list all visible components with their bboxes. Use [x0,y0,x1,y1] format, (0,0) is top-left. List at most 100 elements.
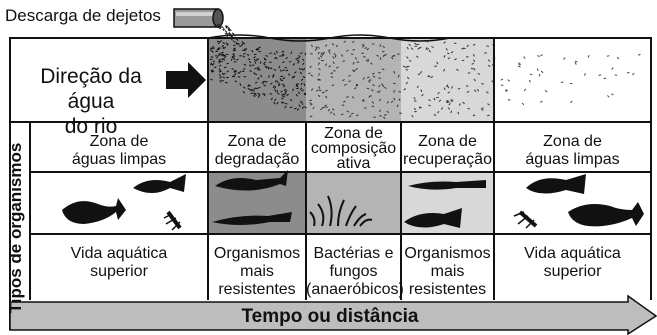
insect-larva-icon [163,210,182,231]
pollution-particle [315,46,318,49]
pollution-particle [218,23,221,26]
pollution-particle [211,50,214,53]
pollution-particle [219,76,222,79]
pollution-particle [378,98,382,102]
zone-name-line: águas limpas [525,151,620,168]
pollution-particle [303,67,306,71]
pollution-particle [263,61,267,64]
pollution-particle [472,43,476,46]
pollution-particle [289,106,293,109]
pollution-particle [253,92,257,95]
pollution-particle [321,91,325,94]
pollution-particle [607,95,610,98]
pollution-particle [314,48,318,51]
pollution-particle [262,63,266,66]
pollution-particle [284,66,288,69]
pollution-particle [393,97,396,101]
pollution-particle [408,43,412,46]
pollution-particle [298,54,301,58]
pollution-particle [278,65,281,69]
pollution-particle [224,32,227,35]
river-zone-degradation [208,38,306,122]
pollution-particle [438,99,442,102]
pollution-particle [282,69,285,72]
pollution-particle [222,76,226,79]
pollution-particle [209,48,212,52]
pollution-particle [466,90,470,94]
pollution-particle [310,88,314,91]
pollution-particle [312,106,315,110]
pollution-particle [447,85,450,89]
pollution-particle [318,89,322,92]
pollution-particle [318,73,320,76]
pollution-particle [257,77,260,80]
pollution-particle [350,112,354,115]
pollution-particle [529,73,533,76]
pollution-particle [367,76,370,79]
pollution-particle [426,39,430,43]
pollution-particle [472,114,476,117]
pollution-particle [280,97,284,100]
pollution-particle [331,84,335,87]
pollution-particle [342,79,345,82]
pollution-particle [328,108,330,112]
pollution-particle [221,26,224,29]
pollution-particle [228,32,231,35]
organisms-line: Organismos [213,245,301,262]
pollution-particle [467,72,471,74]
pollution-particle [367,80,371,83]
pollution-particle [228,36,231,40]
pollution-particle [611,93,614,96]
pollution-particle [218,73,222,77]
pollution-particle [273,68,277,71]
pollution-particle [301,102,304,105]
organisms-recovery: Organismos mais resistentes [401,245,494,299]
pollution-particle [282,85,286,88]
pollution-particle [291,75,294,79]
pollution-particle [367,58,370,62]
pollution-particle [500,78,504,81]
pollution-particle [583,73,587,76]
pollution-particle [304,106,307,109]
pollution-particle [232,44,236,47]
pollution-particle [320,52,323,55]
zone-name-active: Zona de composição ativa [306,126,401,172]
pollution-particle [421,93,424,97]
fish-icon [568,202,644,227]
pollution-particle [523,88,527,92]
pollution-particle [233,47,236,50]
pollution-particle [310,53,313,55]
pollution-particle [241,40,244,44]
direction-label-line: do rio [64,115,118,138]
pollution-particle [418,46,422,49]
pollution-particle [473,78,477,82]
pollution-particle [462,101,465,105]
pollution-particle [292,63,296,66]
zone-name-recovery: Zona de recuperação [401,133,494,169]
pollution-particle [361,45,365,48]
pollution-particle [378,90,381,93]
fish-icon [133,174,186,193]
pollution-particle [311,44,313,48]
pollution-particle [346,49,349,52]
pollution-particle [226,70,230,73]
pollution-particle [383,116,386,120]
pollution-particle [281,54,285,57]
pollution-particle [437,110,440,114]
pollution-particle [486,45,489,47]
pollution-particle [222,46,225,50]
pollution-particle [446,101,449,103]
pollution-particle [270,97,273,101]
pollution-particle [321,53,324,56]
direction-label-line: Direção da água [40,65,142,113]
pollution-particle [348,80,352,83]
pollution-particle [297,61,300,64]
pollution-particle [456,68,459,72]
pollution-particle [376,54,379,57]
pollution-particle [229,37,232,40]
pollution-particle [282,93,286,96]
pollution-particle [443,55,446,58]
pollution-particle [225,26,228,29]
pollution-particle [300,52,303,55]
organisms-line: resistentes [218,281,296,298]
